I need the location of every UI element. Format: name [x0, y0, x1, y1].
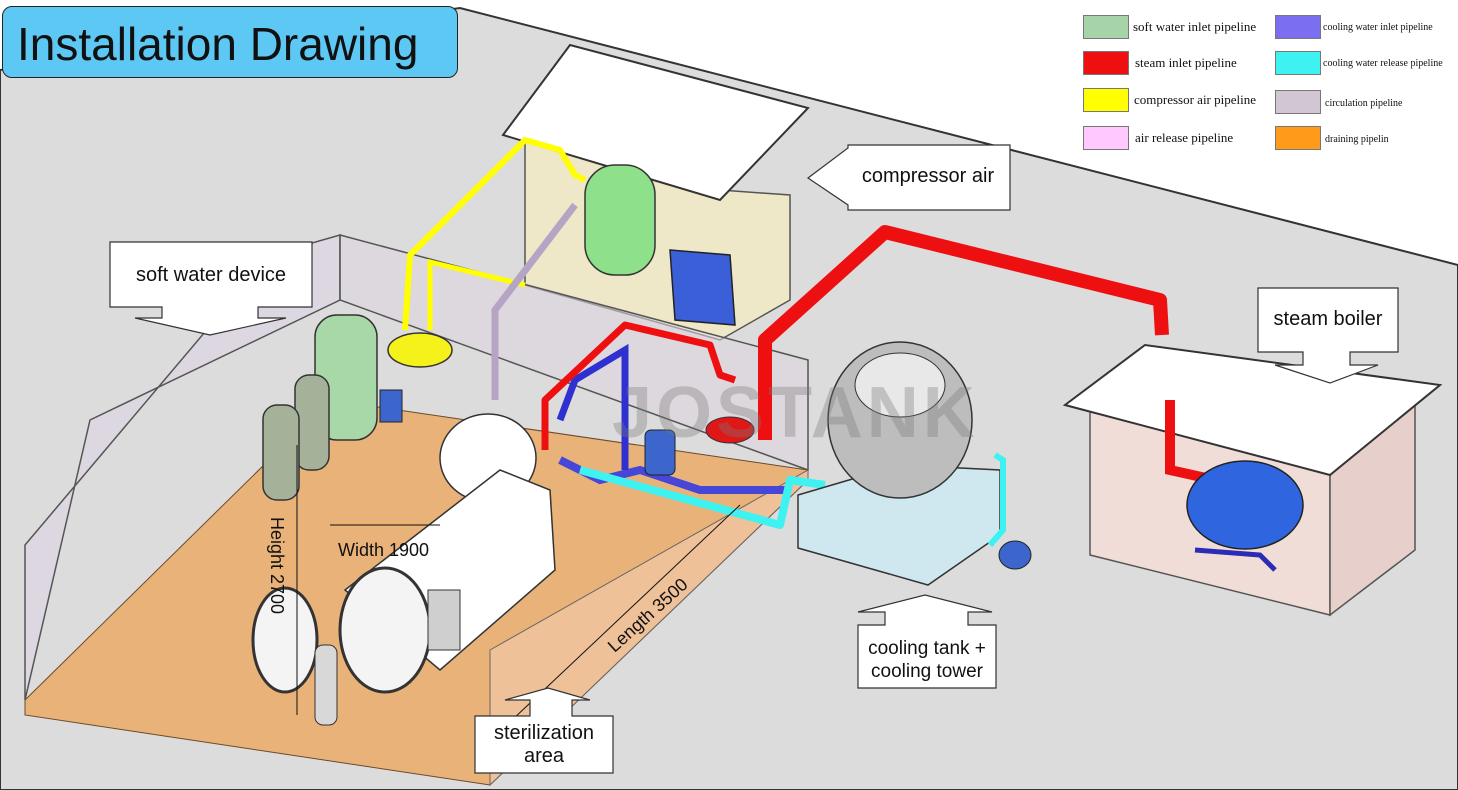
steam-pipe-inner: [541, 321, 737, 450]
watermark: JOSTANK: [612, 373, 979, 453]
legend-swatch-steam-inlet: [1083, 51, 1129, 75]
cooling-tower-callout-line2: cooling tower: [871, 661, 983, 682]
operator-figure: [314, 644, 338, 726]
retort-front-ring: [338, 566, 432, 694]
height-dimension-label: Height 2700: [267, 516, 288, 615]
soft-water-pump: [379, 389, 403, 423]
cooling-pump: [998, 540, 1032, 570]
legend-label-cooling-water-inlet: cooling water inlet pipeline: [1323, 22, 1433, 33]
sterilization-callout-shape: [474, 687, 614, 774]
legend-label-draining: draining pipelin: [1325, 134, 1389, 145]
length-dim-line: [474, 504, 741, 756]
steam-heater: [705, 416, 755, 444]
legend-swatch-cooling-water-inlet: [1275, 15, 1321, 39]
retort-door: [251, 586, 319, 694]
legend-swatch-cooling-water-release: [1275, 51, 1321, 75]
compressor-air-pipe-2: [427, 258, 526, 330]
boiler-shell: [1186, 460, 1304, 550]
sterilization-callout-line1: sterilization: [493, 722, 595, 744]
page-title: Installation Drawing: [17, 18, 419, 70]
legend-swatch-circulation: [1275, 90, 1321, 114]
legend-label-cooling-water-release: cooling water release pipeline: [1323, 58, 1443, 69]
air-compressor: [669, 249, 736, 326]
legend-swatch-soft-water-inlet: [1083, 15, 1129, 39]
cooling-water-release-pipe: [578, 466, 826, 529]
yellow-air-buffer: [387, 332, 453, 368]
cooling-callout-shape: [857, 594, 997, 689]
steam-boiler-callout: steam boiler: [1273, 308, 1383, 330]
sterilization-callout-line2: area: [523, 745, 565, 767]
cooling-water-inlet-riser: [556, 343, 629, 470]
control-panel: [427, 589, 461, 651]
circulation-pump: [644, 429, 676, 476]
compressor-air-pipe: [402, 137, 587, 331]
cooling-tank-callout-line1: cooling tank +: [868, 638, 986, 659]
legend-label-compressor-air: compressor air pipeline: [1134, 92, 1257, 107]
circulation-pipe: [491, 202, 578, 400]
softener-tank-2: [262, 404, 300, 501]
legend-label-air-release: air release pipeline: [1135, 130, 1234, 145]
legend-label-circulation: circulation pipeline: [1325, 98, 1403, 109]
legend-swatch-compressor-air: [1083, 88, 1129, 112]
boiler-stand: [1194, 547, 1277, 572]
compressor-air-callout: compressor air: [861, 165, 995, 187]
legend-swatch-air-release: [1083, 126, 1129, 150]
softener-tank-1: [294, 374, 330, 471]
legend-label-soft-water-inlet: soft water inlet pipeline: [1133, 19, 1257, 34]
width-dimension-label: Width 1900: [338, 540, 430, 560]
cooling-outlet-pipe: [987, 452, 1006, 547]
soft-water-device-callout: soft water device: [135, 264, 287, 286]
legend-swatch-draining: [1275, 126, 1321, 150]
air-tank: [584, 164, 656, 276]
legend-label-steam-inlet: steam inlet pipeline: [1135, 55, 1237, 70]
steam-pipe: [758, 225, 1169, 440]
compressor-air-callout-shape: [806, 144, 1011, 211]
steam-boiler-callout-shape: [1257, 287, 1399, 384]
soft-water-callout-shape: [109, 241, 313, 336]
title-banner: Installation Drawing: [2, 6, 458, 78]
cooling-tower-fan: [854, 352, 946, 418]
